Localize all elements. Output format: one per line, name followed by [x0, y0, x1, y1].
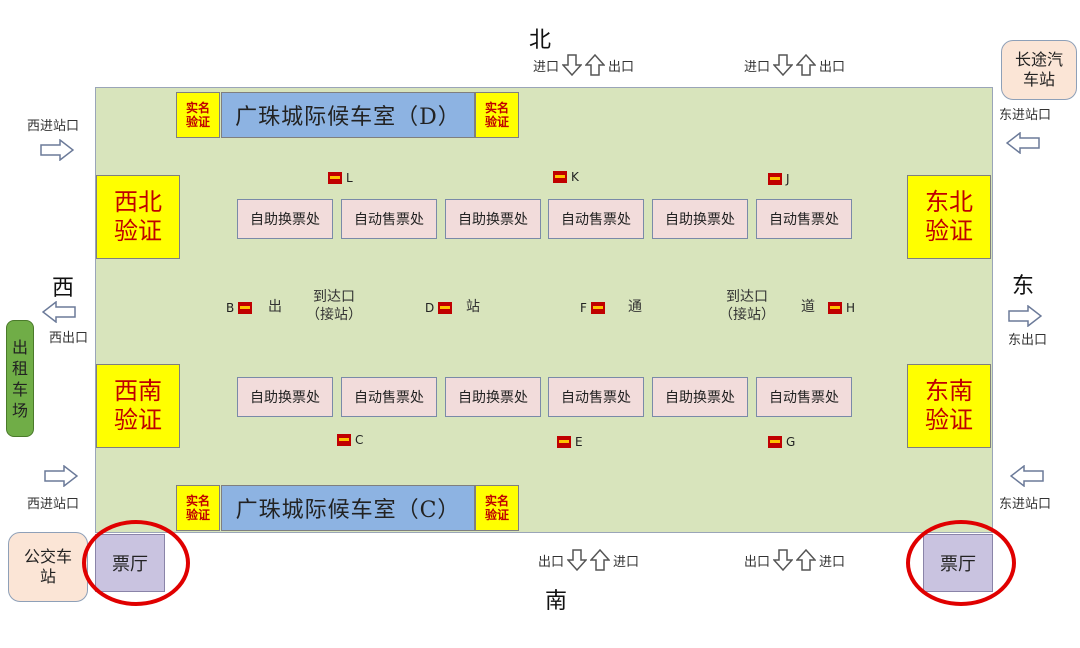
gate-label: K [571, 170, 579, 184]
arrow-up-icon [590, 549, 611, 571]
gate-label: D [425, 301, 435, 315]
gate-label: J [786, 172, 790, 186]
gate-label: E [575, 435, 583, 449]
gate-j: J [768, 172, 790, 186]
passage-char-4: 道 [801, 299, 815, 315]
entrance-label: 进口 [744, 59, 771, 75]
gate-icon [438, 302, 453, 314]
east-entry-top-label: 东进站口 [999, 108, 1052, 123]
north-west-gate: 进口 出口 [533, 54, 634, 76]
counter-bottom-4: 自动售票处 [548, 377, 644, 417]
west-entry-bottom-label: 西进站口 [27, 497, 80, 512]
highlight-circle-west [82, 520, 190, 606]
gate-icon [553, 171, 567, 183]
taxi-stand: 出 租 车 场 [6, 320, 34, 437]
counter-top-5: 自助换票处 [652, 199, 748, 239]
gate-icon [238, 302, 253, 314]
gate-e: E [557, 435, 583, 449]
counter-top-6: 自动售票处 [756, 199, 852, 239]
gate-k: K [553, 170, 579, 184]
west-label: 西 [52, 276, 75, 301]
counter-bottom-6: 自动售票处 [756, 377, 852, 417]
east-exit-label: 东出口 [1008, 333, 1048, 348]
southwest-verify: 西南 验证 [96, 364, 180, 448]
arrow-down-icon [567, 549, 588, 571]
north-east-gate: 进口 出口 [744, 54, 845, 76]
gate-g: G [768, 435, 795, 449]
gate-c: C [337, 433, 363, 447]
gate-l: L [328, 171, 353, 185]
realname-verify-se: 实名 验证 [475, 485, 519, 531]
gate-b: B [226, 301, 253, 315]
highlight-circle-east [906, 520, 1016, 606]
gate-icon [828, 302, 842, 314]
counter-top-1: 自助换票处 [237, 199, 333, 239]
arrow-left-icon [1006, 132, 1040, 154]
gate-f: F [580, 301, 605, 315]
counter-top-2: 自动售票处 [341, 199, 437, 239]
long-distance-bus-station: 长途汽 车站 [1001, 40, 1077, 100]
northwest-verify: 西北 验证 [96, 175, 180, 259]
west-exit-label: 西出口 [49, 331, 89, 346]
entrance-label: 进口 [819, 554, 846, 570]
exit-label: 出口 [608, 59, 635, 75]
arrow-down-icon [773, 54, 794, 76]
gate-label: C [355, 433, 364, 447]
entrance-label: 进口 [613, 554, 640, 570]
counter-bottom-2: 自动售票处 [341, 377, 437, 417]
south-west-gate: 出口 进口 [538, 549, 639, 571]
gate-icon [328, 172, 342, 184]
arrival-exit-west: 到达口 （接站） [306, 289, 362, 323]
waiting-room-c: 广珠城际候车室（C） [221, 485, 475, 531]
gate-label: B [226, 301, 235, 315]
arrow-up-icon [796, 549, 817, 571]
arrow-right-icon [40, 139, 74, 161]
gate-label: H [846, 301, 856, 315]
east-label: 东 [1012, 274, 1035, 299]
counter-bottom-1: 自助换票处 [237, 377, 333, 417]
arrival-exit-east: 到达口 （接站） [719, 289, 775, 323]
realname-verify-nw: 实名 验证 [176, 92, 220, 138]
gate-icon [557, 436, 571, 448]
gate-icon [768, 173, 782, 185]
arrow-left-icon [1010, 465, 1044, 487]
counter-bottom-3: 自助换票处 [445, 377, 541, 417]
counter-top-4: 自动售票处 [548, 199, 644, 239]
gate-d: D [425, 301, 453, 315]
south-east-gate: 出口 进口 [744, 549, 845, 571]
gate-icon [768, 436, 782, 448]
passage-char-2: 站 [466, 299, 480, 315]
gate-label: G [786, 435, 796, 449]
arrow-up-icon [585, 54, 606, 76]
gate-icon [590, 302, 605, 314]
west-entry-top-label: 西进站口 [27, 119, 80, 134]
east-entry-bottom-label: 东进站口 [999, 497, 1052, 512]
arrow-left-icon [42, 301, 76, 323]
arrow-right-icon [44, 465, 78, 487]
passage-char-3: 通 [628, 299, 642, 315]
gate-h: H [828, 301, 855, 315]
south-label: 南 [545, 589, 568, 614]
arrow-down-icon [773, 549, 794, 571]
entrance-label: 进口 [533, 59, 560, 75]
counter-top-3: 自助换票处 [445, 199, 541, 239]
exit-label: 出口 [819, 59, 846, 75]
north-label: 北 [529, 28, 552, 53]
arrow-down-icon [562, 54, 583, 76]
realname-verify-sw: 实名 验证 [176, 485, 220, 531]
exit-label: 出口 [744, 554, 771, 570]
gate-icon [337, 434, 351, 446]
northeast-verify: 东北 验证 [907, 175, 991, 259]
realname-verify-ne: 实名 验证 [475, 92, 519, 138]
waiting-room-d: 广珠城际候车室（D） [221, 92, 475, 138]
counter-bottom-5: 自助换票处 [652, 377, 748, 417]
southeast-verify: 东南 验证 [907, 364, 991, 448]
arrow-right-icon [1008, 305, 1042, 327]
arrow-up-icon [796, 54, 817, 76]
passage-char-1: 出 [268, 299, 282, 315]
bus-station: 公交车 站 [8, 532, 88, 602]
gate-label: L [346, 171, 353, 185]
gate-label: F [580, 301, 587, 315]
exit-label: 出口 [538, 554, 565, 570]
